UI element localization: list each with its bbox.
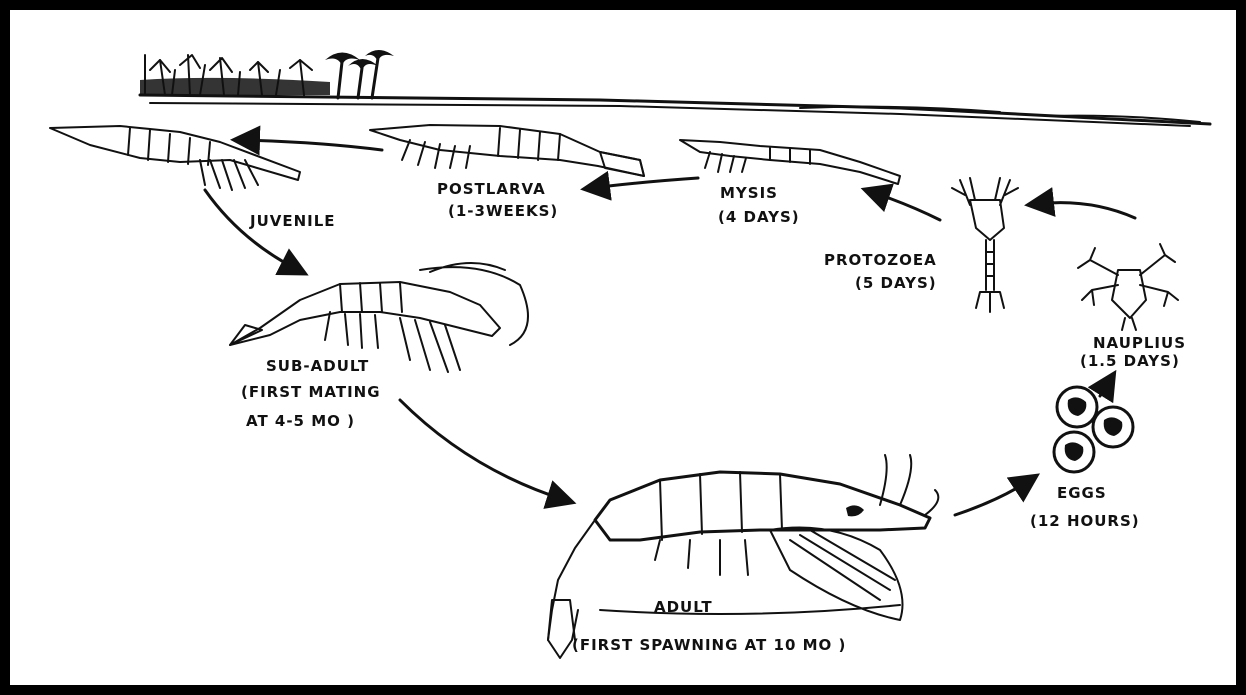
- adult-label: ADULT: [654, 598, 713, 616]
- protozoea-label: PROTOZOEA: [824, 251, 937, 269]
- arrow-mysis-to-postlarva: [592, 178, 698, 188]
- border: [5, 5, 1241, 690]
- postlarva-duration: (1-3WEEKS): [448, 202, 558, 220]
- arrow-eggs-to-nauplius: [1100, 380, 1110, 396]
- protozoea-illustration: [952, 178, 1018, 312]
- arrow-subadult-to-adult: [400, 400, 565, 500]
- postlarva-illustration: [370, 125, 644, 176]
- arrow-adult-to-eggs: [955, 480, 1030, 515]
- nauplius-label: NAUPLIUS: [1093, 334, 1186, 352]
- subadult-note-line1: (FIRST MATING: [241, 383, 381, 401]
- eggs-illustration: [1054, 387, 1133, 472]
- nauplius-illustration: [1078, 244, 1178, 330]
- mysis-label: MYSIS: [720, 184, 778, 202]
- nauplius-duration: (1.5 DAYS): [1080, 352, 1180, 370]
- adult-illustration: [548, 455, 938, 658]
- eggs-duration: (12 HOURS): [1030, 512, 1140, 530]
- eggs-label: EGGS: [1057, 484, 1107, 502]
- juvenile-illustration: [50, 126, 300, 190]
- subadult-illustration: [230, 263, 528, 372]
- adult-note: (FIRST SPAWNING AT 10 MO ): [572, 636, 846, 654]
- shoreline-illustration: [140, 50, 1210, 126]
- arrow-postlarva-to-juvenile: [242, 140, 382, 150]
- arrow-juvenile-to-subadult: [205, 190, 298, 270]
- protozoea-duration: (5 DAYS): [855, 274, 937, 292]
- arrow-nauplius-to-protozoea: [1036, 203, 1135, 218]
- postlarva-label: POSTLARVA: [437, 180, 546, 198]
- subadult-label: SUB-ADULT: [266, 357, 369, 375]
- mysis-illustration: [680, 140, 900, 184]
- arrow-protozoea-to-mysis: [872, 192, 940, 220]
- mysis-duration: (4 DAYS): [718, 208, 800, 226]
- subadult-note-line2: AT 4-5 MO ): [246, 412, 355, 430]
- juvenile-label: JUVENILE: [249, 212, 336, 230]
